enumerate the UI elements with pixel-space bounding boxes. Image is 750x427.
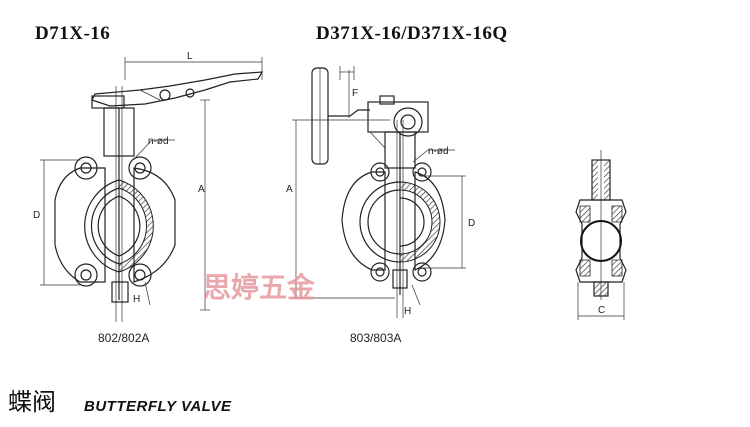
dim-A-right-label: A: [286, 184, 293, 195]
bolt-label-left: n-ød: [148, 136, 169, 147]
left-code: 802/802A: [98, 331, 149, 345]
watermark: 思婷五金: [203, 271, 316, 304]
bolt-label-right: n-ød: [428, 146, 449, 157]
dim-H-right-label: H: [404, 306, 411, 317]
footer-title-en: BUTTERFLY VALVE: [84, 398, 232, 415]
right-code: 803/803A: [350, 331, 401, 345]
right-model-title: D371X-16/D371X-16Q: [316, 23, 508, 44]
dim-D-left-label: D: [33, 210, 40, 221]
left-valve-drawing: L n-ød: [33, 51, 264, 322]
dim-D-right-label: D: [468, 218, 475, 229]
right-valve-drawing: F n-ød: [286, 66, 475, 318]
dim-C-label: C: [598, 305, 605, 316]
left-model-title: D71X-16: [35, 23, 110, 44]
dim-A-left-label: A: [198, 184, 205, 195]
section-view-drawing: C: [575, 150, 627, 320]
dim-L-label: L: [187, 51, 193, 62]
footer-title-cn: 蝶阀: [8, 388, 56, 416]
dim-H-left-label: H: [133, 294, 140, 305]
dim-F-label: F: [352, 88, 358, 99]
